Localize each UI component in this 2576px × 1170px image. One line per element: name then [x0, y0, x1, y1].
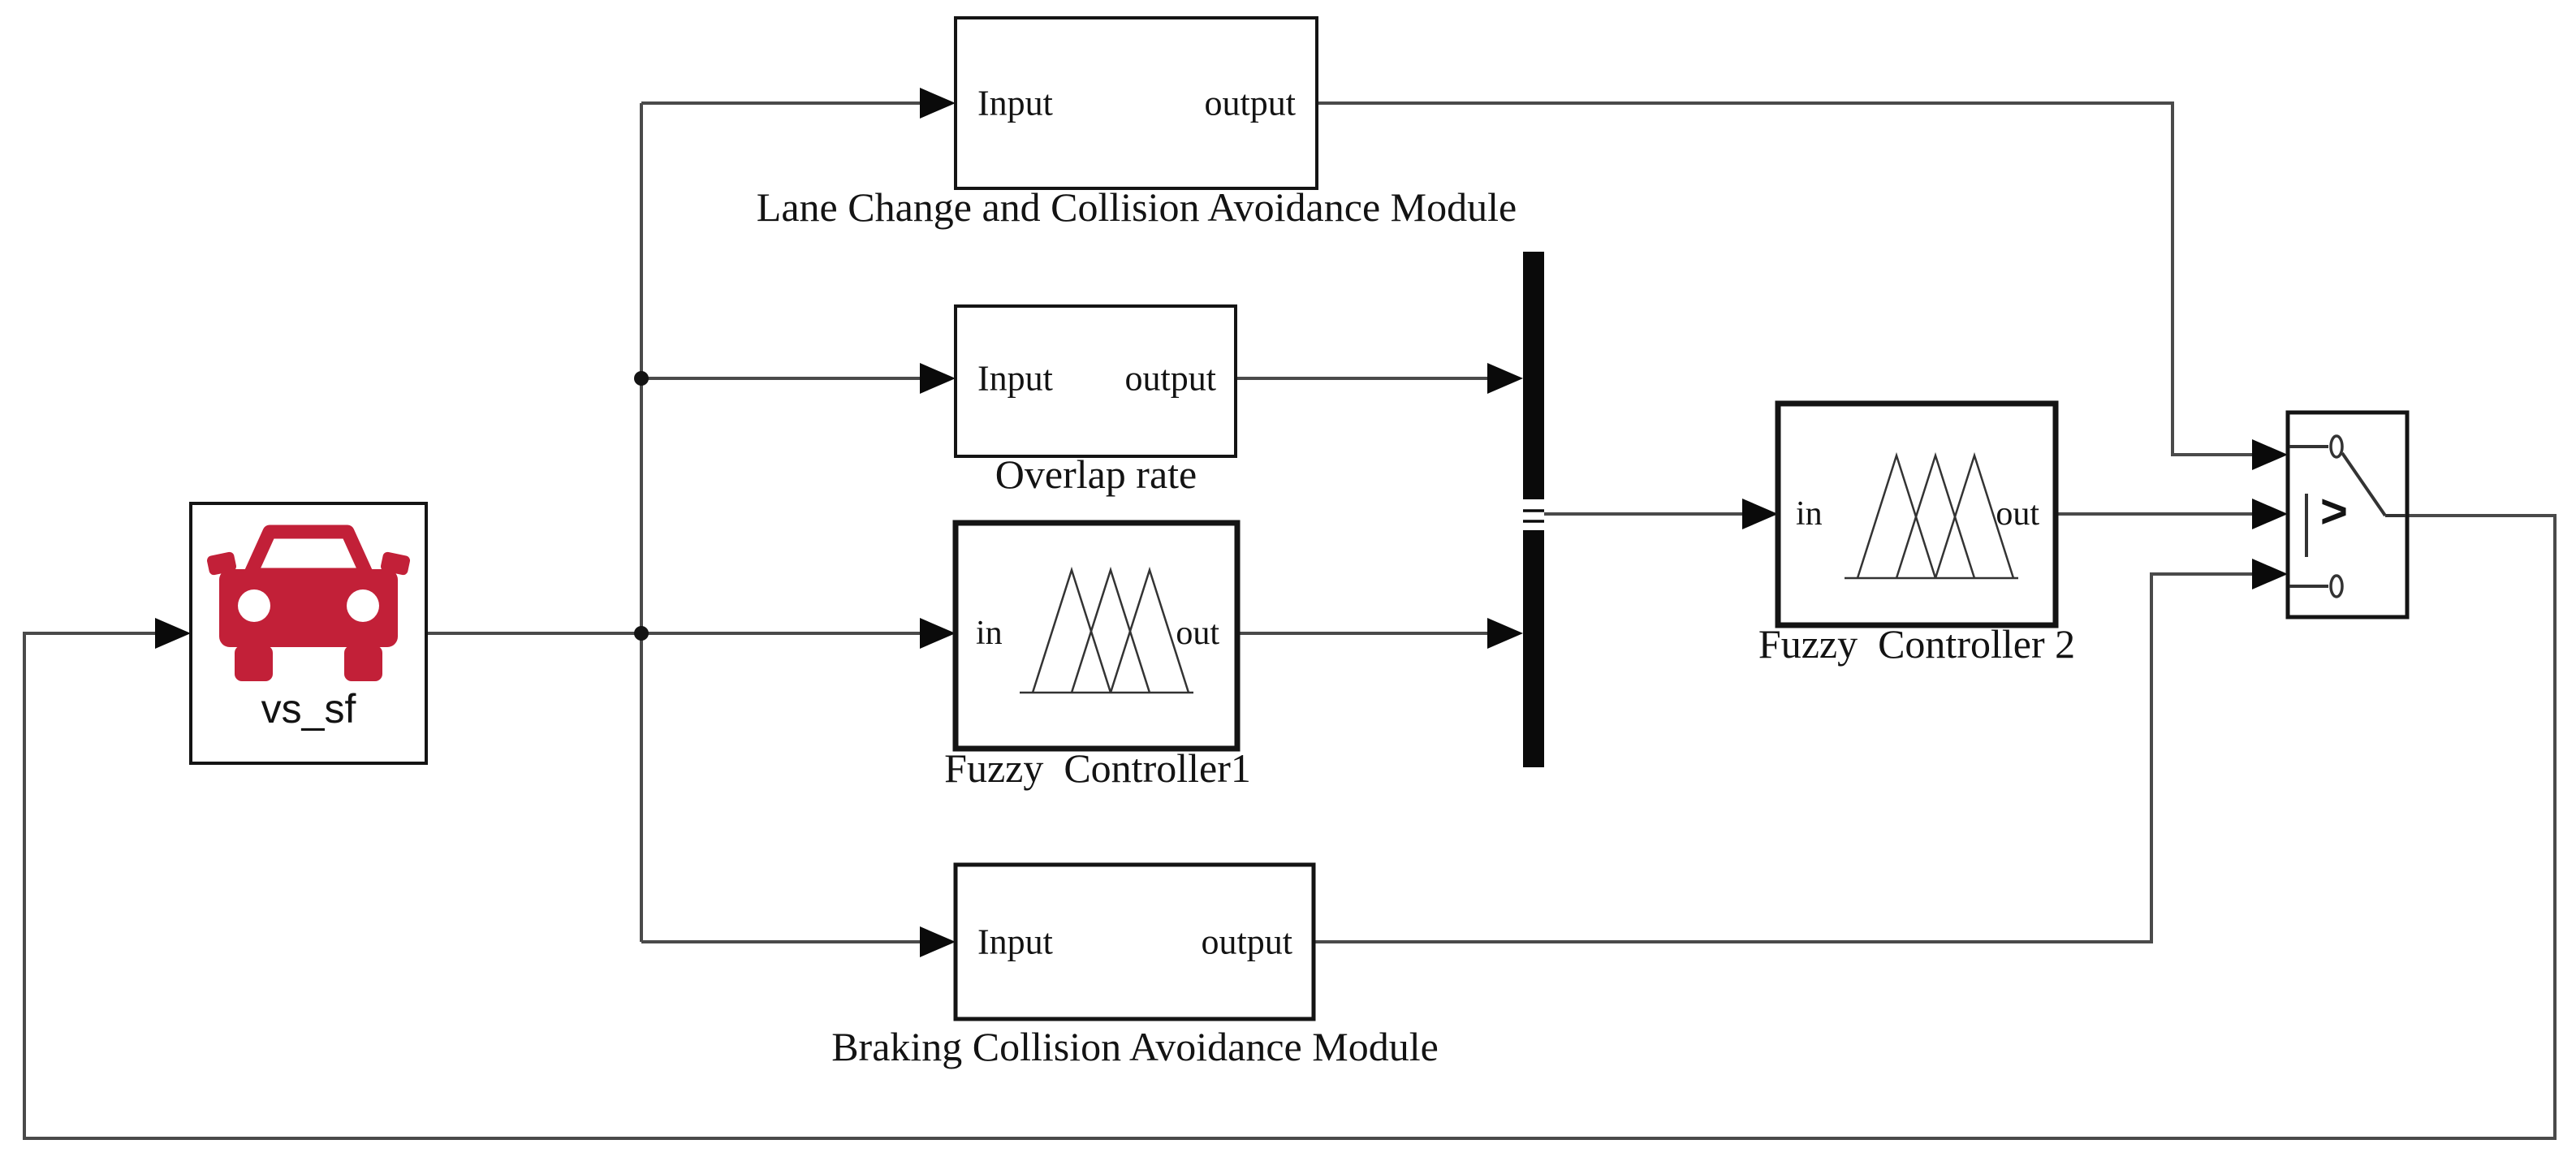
overlap-port-out-label: output	[1125, 359, 1216, 399]
fuzzy1-port-in-label: in	[976, 615, 1003, 652]
mux-block[interactable]	[1523, 252, 1544, 767]
wires	[23, 101, 2557, 1140]
arrowhead	[920, 618, 956, 649]
arrowhead	[920, 88, 956, 119]
membership-functions-icon	[1845, 451, 2018, 580]
arrowhead	[2252, 439, 2288, 470]
braking-port-out-label: output	[1202, 922, 1292, 962]
switch-port-oval-bottom	[2329, 574, 2344, 598]
fuzzy1-port-out-label: out	[1176, 615, 1219, 652]
wire-lane-module-to-switch[interactable]	[1317, 101, 2255, 456]
car-icon	[206, 525, 411, 681]
wire-braking-to-switch[interactable]	[1314, 572, 2255, 943]
fuzzy-controller-2-caption: Fuzzy Controller 2	[1758, 621, 2075, 667]
fuzzy2-port-in-label: in	[1796, 495, 1823, 533]
arrowhead	[2252, 499, 2288, 529]
branch-dot	[634, 371, 649, 386]
lane-change-port-out-label: output	[1205, 84, 1296, 123]
switch-block[interactable]: >	[2285, 410, 2410, 620]
switch-operator-label: >	[2320, 486, 2348, 538]
braking-module-caption: Braking Collision Avoidance Module	[831, 1024, 1439, 1069]
braking-module-frame[interactable]	[953, 862, 1316, 1021]
branch-dot	[634, 626, 649, 641]
vehicle-label: vs_sf	[261, 686, 356, 732]
lane-change-module-block[interactable]: Input output	[954, 16, 1318, 190]
membership-functions-icon	[1020, 566, 1193, 694]
arrowhead	[920, 926, 956, 957]
braking-port-in-label: Input	[977, 922, 1053, 962]
vehicle-block[interactable]: vs_sf	[189, 502, 428, 765]
arrowhead	[1487, 618, 1523, 649]
arrowhead	[155, 618, 191, 649]
lane-change-module-frame[interactable]	[954, 16, 1318, 190]
switch-port-oval-top	[2329, 434, 2344, 459]
fuzzy-controller-2-block[interactable]: in out	[1775, 400, 2059, 628]
fuzzy-controller-1-block[interactable]: in out	[952, 520, 1241, 752]
overlap-rate-caption: Overlap rate	[995, 451, 1197, 497]
arrowhead	[1742, 499, 1778, 529]
fuzzy2-port-out-label: out	[1996, 495, 2039, 533]
overlap-rate-frame[interactable]	[954, 304, 1237, 458]
fuzzy-controller-1-frame[interactable]	[952, 520, 1241, 752]
lane-change-module-caption: Lane Change and Collision Avoidance Modu…	[757, 184, 1517, 230]
overlap-rate-block[interactable]: Input output	[954, 304, 1237, 458]
braking-module-block[interactable]: Input output	[953, 862, 1316, 1021]
wire-switch-feedback[interactable]	[23, 514, 2557, 1140]
arrowhead	[920, 363, 956, 394]
switch-internals: >	[2289, 434, 2406, 598]
fuzzy-controller-1-caption: Fuzzy Controller1	[944, 745, 1251, 791]
lane-change-port-in-label: Input	[977, 84, 1053, 123]
arrowhead	[2252, 559, 2288, 589]
arrowhead	[1487, 363, 1523, 394]
overlap-port-in-label: Input	[977, 359, 1053, 399]
arrowheads	[155, 88, 2288, 957]
mux-output-port-slot	[1523, 499, 1544, 530]
